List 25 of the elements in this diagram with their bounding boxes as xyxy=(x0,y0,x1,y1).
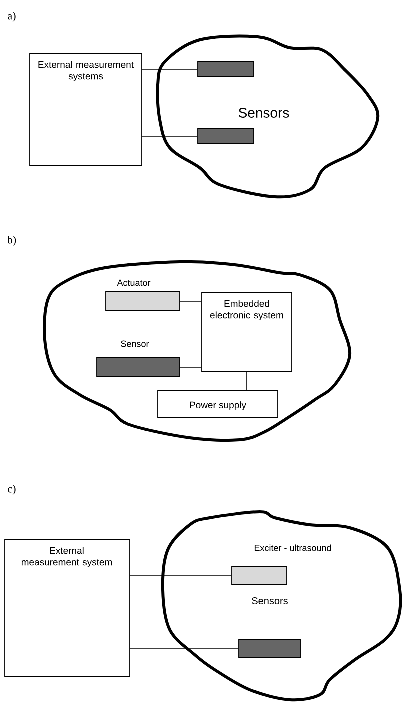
connector-line xyxy=(180,301,202,302)
cloud-label: Sensors xyxy=(238,108,290,118)
panel-label: c) xyxy=(8,485,16,495)
cloud-label: Sensors xyxy=(252,597,288,605)
labeled-bar: Sensor xyxy=(96,340,180,378)
panel-label: b) xyxy=(7,236,16,246)
connector-line xyxy=(142,69,198,70)
sensor-bar xyxy=(238,640,302,658)
system-box: External measurement system xyxy=(4,540,130,678)
node-label: Exciter - ultrasound xyxy=(254,544,332,552)
system-box: Embedded electronic system xyxy=(202,292,292,372)
connector-line xyxy=(130,648,239,650)
connector-line xyxy=(142,136,198,137)
connector-line xyxy=(180,367,202,368)
labeled-bar: Actuator xyxy=(106,280,180,312)
system-box: External measurement systems xyxy=(30,54,142,166)
node-label: Sensor xyxy=(121,340,150,348)
sensor-bar xyxy=(198,62,254,78)
connector-line xyxy=(246,372,248,391)
panel-label: a) xyxy=(8,12,16,22)
node-label: Actuator xyxy=(117,280,151,286)
sensor-bar xyxy=(198,128,254,144)
labeled-bar: Exciter - ultrasound xyxy=(232,544,332,586)
cloud-outline xyxy=(43,260,352,442)
supply-box: Power supply xyxy=(158,390,278,418)
